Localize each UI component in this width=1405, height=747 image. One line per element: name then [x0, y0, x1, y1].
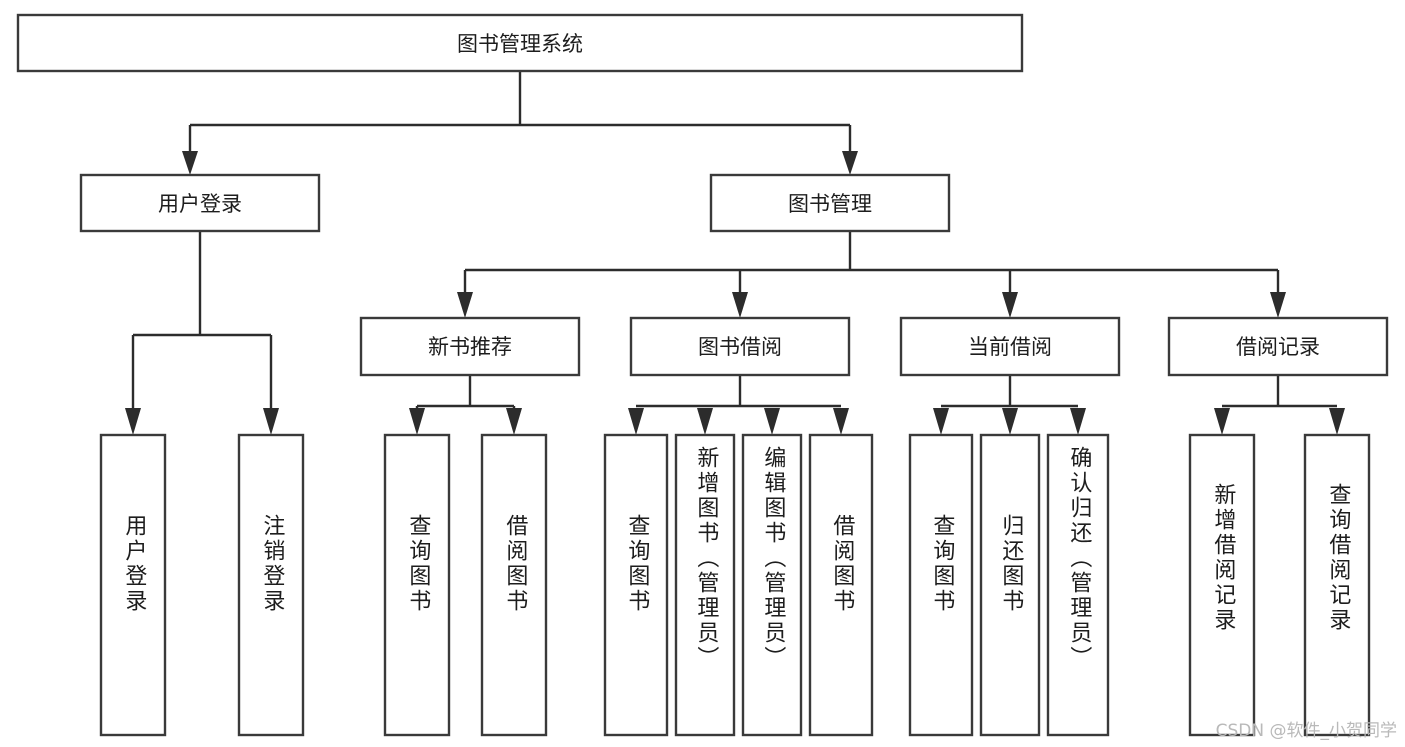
arrow-head-borrow-record [1270, 292, 1286, 318]
arrow-head-leaf-query-record [1329, 408, 1345, 435]
node-label-user-login: 用户登录 [158, 192, 242, 216]
arrow-head-leaf-confirm-return [1070, 408, 1086, 435]
node-box-leaf-query-book-2[interactable] [603, 433, 669, 737]
arrow-head-leaf-user-logout [263, 408, 279, 435]
connector-group-root-to-level1 [182, 71, 858, 175]
arrow-head-leaf-add-book [697, 408, 713, 435]
connector-group-borrow-record-to-leaves [1214, 375, 1345, 435]
node-book-borrow[interactable]: 图书借阅 [629, 316, 851, 377]
node-label-book-manage: 图书管理 [788, 192, 872, 216]
node-box-leaf-confirm-return[interactable] [1046, 433, 1110, 737]
node-box-borrow-record[interactable] [1167, 316, 1389, 377]
node-box-new-book-rec[interactable] [359, 316, 581, 377]
arrow-head-leaf-add-record [1214, 408, 1230, 435]
node-box-root[interactable] [16, 13, 1024, 73]
arrow-head-leaf-query-book-1 [409, 408, 425, 435]
arrow-head-new-book-rec [457, 292, 473, 318]
node-box-book-borrow[interactable] [629, 316, 851, 377]
arrow-head-leaf-return-book [1002, 408, 1018, 435]
node-box-leaf-return-book[interactable] [979, 433, 1041, 737]
connector-group-user-login-to-leaves [125, 231, 279, 435]
arrow-head-book-borrow [732, 292, 748, 318]
node-box-user-login[interactable] [79, 173, 321, 233]
node-box-leaf-add-record[interactable] [1188, 433, 1256, 737]
node-label-borrow-record: 借阅记录 [1236, 335, 1320, 359]
node-box-leaf-borrow-book-1[interactable] [480, 433, 548, 737]
node-current-borrow[interactable]: 当前借阅 [899, 316, 1121, 377]
node-box-leaf-query-book-3[interactable] [908, 433, 974, 737]
arrow-head-book-manage [842, 151, 858, 175]
watermark-text: CSDN @软件_小贺同学 [1215, 721, 1397, 741]
node-box-book-manage[interactable] [709, 173, 951, 233]
node-box-leaf-add-book[interactable] [674, 433, 736, 737]
connector-group-current-borrow-to-leaves [933, 375, 1086, 435]
node-box-leaf-user-login[interactable] [99, 433, 167, 737]
connector-group-new-book-rec-to-leaves [409, 375, 522, 435]
arrow-head-current-borrow [1002, 292, 1018, 318]
node-label-new-book-rec: 新书推荐 [428, 335, 512, 359]
node-borrow-record[interactable]: 借阅记录 [1167, 316, 1389, 377]
node-label-root: 图书管理系统 [457, 32, 583, 56]
leaf-boxes-group [99, 433, 1371, 737]
arrow-head-leaf-user-login [125, 408, 141, 435]
node-box-leaf-user-logout[interactable] [237, 433, 305, 737]
node-label-book-borrow: 图书借阅 [698, 335, 782, 359]
node-box-leaf-borrow-book-2[interactable] [808, 433, 874, 737]
node-box-current-borrow[interactable] [899, 316, 1121, 377]
arrow-head-leaf-edit-book [764, 408, 780, 435]
arrow-head-leaf-query-book-2 [628, 408, 644, 435]
connector-group-book-borrow-to-leaves [628, 375, 849, 435]
node-box-leaf-query-record[interactable] [1303, 433, 1371, 737]
node-new-book-rec[interactable]: 新书推荐 [359, 316, 581, 377]
connector-group-book-manage-to-level2 [457, 231, 1286, 318]
node-box-leaf-edit-book[interactable] [741, 433, 803, 737]
node-book-manage[interactable]: 图书管理 [709, 173, 951, 233]
node-label-current-borrow: 当前借阅 [968, 335, 1052, 359]
arrow-head-user-login [182, 151, 198, 175]
node-user-login[interactable]: 用户登录 [79, 173, 321, 233]
node-root[interactable]: 图书管理系统 [16, 13, 1024, 73]
arrow-head-leaf-borrow-book-1 [506, 408, 522, 435]
arrow-head-leaf-query-book-3 [933, 408, 949, 435]
node-box-leaf-query-book-1[interactable] [383, 433, 451, 737]
arrow-head-leaf-borrow-book-2 [833, 408, 849, 435]
